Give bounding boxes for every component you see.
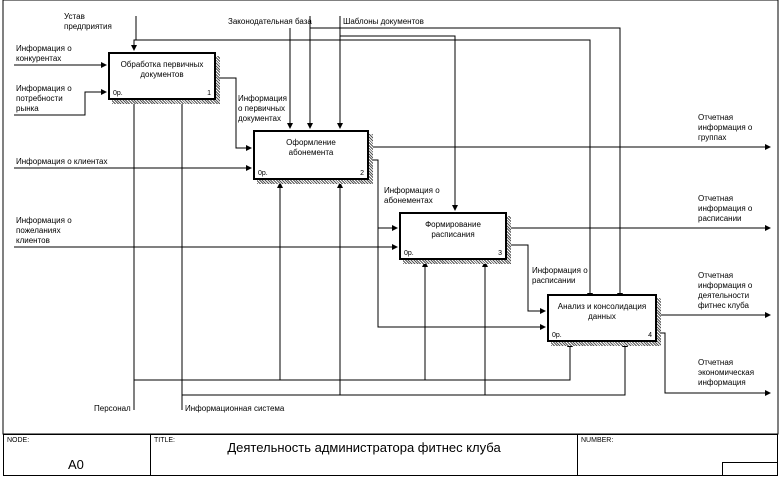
label-pozhelaniya: Информация о пожеланиях клиентов (16, 216, 72, 245)
label-zakon: Законодательная база (228, 17, 312, 26)
label-gruppy: Отчетная информация о группах (698, 113, 753, 142)
box2-cost: 0р. (258, 170, 268, 177)
activity-box-3[interactable]: Формирование расписания 0р. 3 (399, 212, 507, 260)
node-label: NODE: (7, 437, 30, 444)
arrow-personal-b (134, 341, 573, 381)
label-personal: Персонал (94, 404, 131, 413)
arrow-out-ekonom (657, 332, 771, 396)
box4-title: Анализ и консолидация данных (557, 302, 647, 321)
arrow-box3-box4 (507, 244, 546, 314)
label-shablony: Шаблоны документов (343, 17, 424, 26)
diagram-title: Деятельность администратора фитнес клуба (227, 440, 501, 455)
label-deyatelnosti: Отчетная информация о деятельности фитне… (698, 271, 753, 310)
box3-number: 3 (498, 250, 502, 257)
activity-box-2[interactable]: Оформление абонемента 0р. 2 (253, 130, 369, 180)
label-klienty: Информация о клиентах (16, 157, 108, 166)
label-ekonom: Отчетная экономическая информация (698, 358, 755, 387)
footer-title-cell: TITLE: Деятельность администратора фитне… (151, 435, 578, 475)
arrow-box1-box2 (214, 77, 252, 151)
box2-title: Оформление абонемента (286, 138, 336, 157)
arrow-box2-box3 (369, 159, 398, 231)
box4-cost: 0р. (552, 332, 562, 339)
number-corner-box (722, 462, 777, 475)
arrow-potrebnosti (14, 89, 107, 116)
title-label: TITLE: (154, 437, 176, 444)
activity-box-4[interactable]: Анализ и консолидация данных 0р. 4 (547, 294, 657, 342)
arrow-sistema-b (182, 341, 628, 396)
label-potrebnosti: Информация о потребности рынка (16, 84, 72, 113)
label-sistema: Информационная система (185, 404, 285, 413)
diagram-footer: NODE: A0 TITLE: Деятельность администрат… (3, 434, 778, 476)
box1-number: 1 (207, 90, 211, 97)
box3-title: Формирование расписания (425, 220, 481, 239)
label-abonementy: Информация о абонементах (384, 186, 440, 205)
box1-cost: 0р. (113, 90, 123, 97)
arrow-ustav (131, 16, 137, 51)
arrow-zakon-branch (310, 27, 623, 299)
arrow-shablony-branch (340, 35, 458, 211)
label-pervichnye: Информация о первичных документах (238, 94, 287, 123)
box3-cost: 0р. (404, 250, 414, 257)
label-konkurenty: Информация о конкурентах (16, 44, 72, 63)
footer-node-cell: NODE: A0 (4, 435, 151, 475)
label-ustav: Устав предприятия (64, 12, 112, 31)
arrow-box2-box4 (377, 200, 546, 330)
label-raspisanii: Отчетная информация о расписании (698, 194, 753, 223)
arrow-ustav-branch (136, 39, 593, 299)
number-label: NUMBER: (581, 437, 614, 444)
footer-number-cell: NUMBER: (578, 435, 777, 475)
label-raspisanie: Информация о расписании (532, 266, 588, 285)
box4-number: 4 (648, 332, 652, 339)
box1-title: Обработка первичных документов (120, 60, 204, 79)
box2-number: 2 (360, 170, 364, 177)
activity-box-1[interactable]: Обработка первичных документов 0р. 1 (108, 52, 216, 100)
node-value: A0 (68, 457, 84, 472)
